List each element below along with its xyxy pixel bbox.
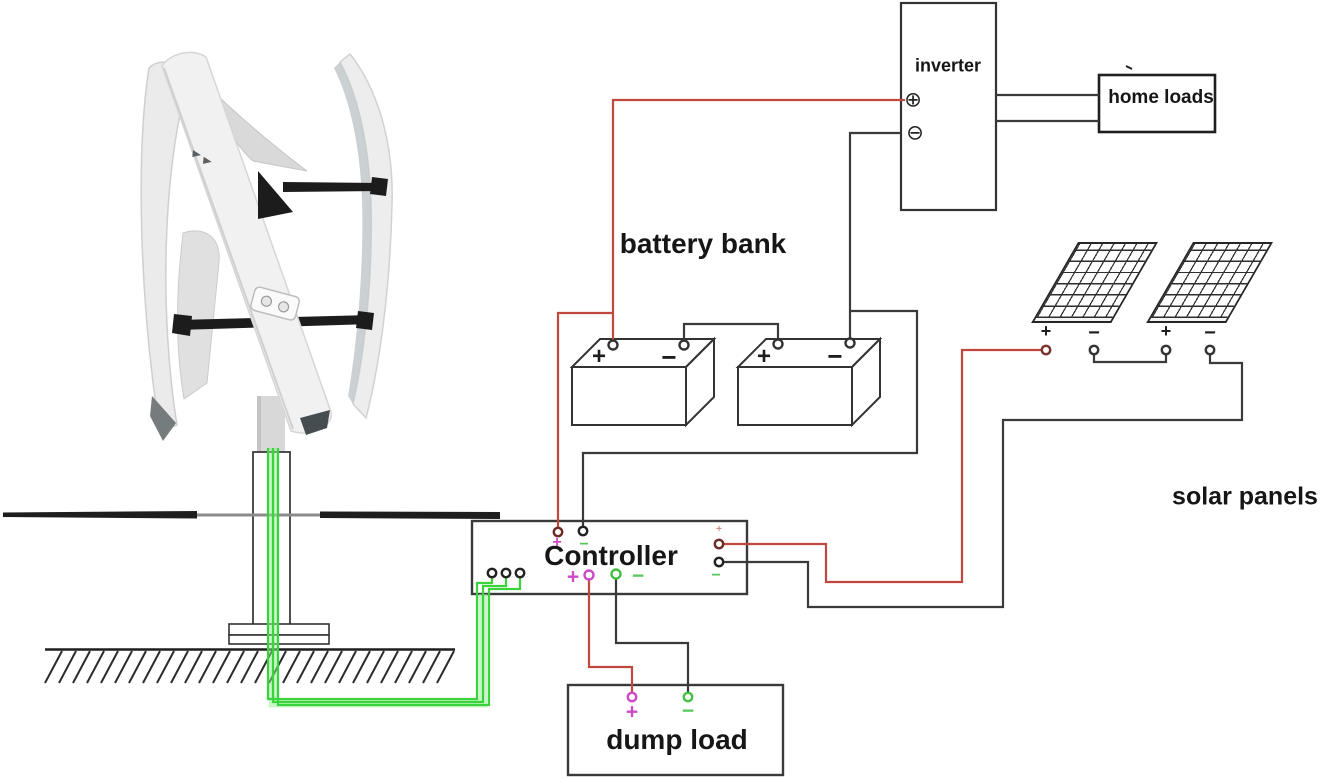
- home-loads-box: [1097, 73, 1217, 134]
- platform-bar-right: [320, 511, 500, 519]
- battery1-plus-terminal: [607, 339, 619, 351]
- dump-load-box: [566, 683, 785, 777]
- solar1-plus-symbol: +: [1040, 321, 1052, 341]
- solar2-plus-symbol: +: [1160, 321, 1172, 341]
- solar2-plus-terminal: [1160, 344, 1172, 356]
- wire-inverter-plus-to-battery-plus: [611, 98, 905, 340]
- battery1-minus-terminal: [678, 339, 690, 351]
- controller-battery-minus-terminal: [577, 525, 589, 537]
- controller-box: [470, 519, 749, 596]
- solar-panels-label: solar panels: [1172, 482, 1318, 511]
- battery-bank-label: battery bank: [619, 228, 787, 259]
- controller-battery-minus-symbol: −: [579, 536, 589, 553]
- dump-load-label: dump load: [606, 724, 748, 755]
- inverter-plus-symbol: ⊕: [904, 88, 922, 112]
- controller-solar-minus-symbol: −: [711, 567, 721, 584]
- inverter-box: [899, 1, 998, 212]
- solar2-minus-terminal: [1204, 344, 1216, 356]
- turbine-blade-front: [161, 51, 332, 434]
- wire-battery-minus-to-inverter: [848, 131, 901, 338]
- controller-load-minus-symbol: −: [631, 564, 645, 588]
- controller-load-plus-symbol: +: [566, 565, 580, 589]
- controller-phase2-terminal: [500, 567, 512, 579]
- terminals: [486, 337, 1216, 703]
- battery2-minus-symbol: −: [827, 341, 843, 371]
- battery1-plus-symbol: +: [591, 343, 607, 370]
- wire-battery-minus-to-controller: [581, 309, 919, 526]
- wire-controller-to-dumpload-plus: [587, 580, 634, 692]
- dumpload-minus-symbol: −: [681, 699, 695, 723]
- controller-battery-plus-symbol: +: [552, 534, 562, 551]
- turbine-ac-wires: [266, 448, 522, 708]
- wind-turbine: [140, 51, 393, 464]
- turbine-blade-middle-lower: [176, 230, 220, 400]
- turbine-blade-left-tip: [150, 396, 176, 441]
- wire-controller-to-solar-plus: [723, 348, 1041, 584]
- dumpload-plus-terminal: [626, 691, 638, 703]
- turbine-blade-front-tip: [300, 410, 330, 435]
- platform-bar-mid: [197, 513, 320, 517]
- negative-wires: [581, 93, 1244, 692]
- turbine-upper-strut: [283, 182, 382, 192]
- battery1-minus-symbol: −: [661, 342, 677, 372]
- wire-solar-minus-to-controller: [723, 355, 1244, 609]
- dumpload-plus-symbol: +: [625, 700, 639, 724]
- wire-solar-series-link: [1092, 355, 1168, 364]
- phase-wire-3: [276, 448, 522, 707]
- home-loads-label: home loads: [1108, 87, 1214, 108]
- battery-2: [735, 336, 883, 428]
- battery2-plus-terminal: [772, 338, 784, 350]
- inverter-minus-symbol: ⊖: [906, 121, 924, 145]
- controller-solar-plus-terminal: [713, 538, 725, 550]
- wire-controller-to-dumpload-minus: [614, 579, 690, 692]
- solar1-minus-symbol: −: [1088, 322, 1100, 344]
- battery2-plus-symbol: +: [756, 343, 772, 370]
- controller-load-plus-terminal: [583, 569, 595, 581]
- phase-wire-1: [266, 448, 494, 701]
- solar1-minus-terminal: [1088, 344, 1100, 356]
- wire-battery-series-link: [682, 322, 780, 340]
- controller-phase3-terminal: [514, 567, 526, 579]
- inverter-label: inverter: [914, 55, 982, 76]
- wire-battery-plus-to-controller: [556, 311, 613, 527]
- platform-bar-left: [3, 511, 197, 519]
- ground-hatching: [44, 650, 455, 684]
- controller-label: Controller: [544, 540, 678, 571]
- solar2-minus-symbol: −: [1204, 322, 1216, 344]
- turbine-hub-bracket: [258, 171, 293, 219]
- controller-load-minus-terminal: [610, 568, 622, 580]
- controller-phase1-terminal: [486, 567, 498, 579]
- turbine-logo: [192, 150, 212, 164]
- positive-wires: [556, 98, 1041, 692]
- dumpload-minus-terminal: [682, 691, 694, 703]
- controller-solar-minus-terminal: [713, 556, 725, 568]
- solar1-plus-terminal: [1040, 344, 1052, 356]
- battery2-minus-terminal: [844, 337, 856, 349]
- turbine-vents: [250, 286, 301, 321]
- controller-solar-plus-symbol: +: [716, 524, 722, 535]
- phase-wire-2: [271, 448, 508, 704]
- tower-and-ground: [3, 451, 500, 684]
- controller-battery-plus-terminal: [552, 526, 564, 538]
